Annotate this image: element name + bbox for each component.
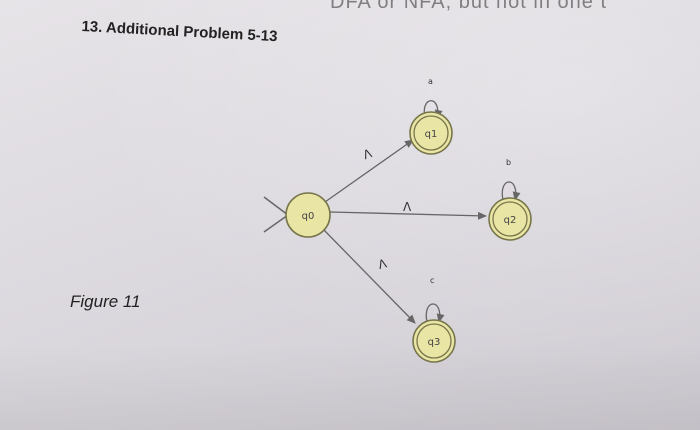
edge-q0-q2 — [329, 211, 487, 220]
state-q2: q2 — [488, 197, 532, 241]
state-q0: q0 — [285, 192, 331, 238]
state-label-q0: q0 — [302, 211, 315, 222]
edge-q0-q3 — [321, 227, 416, 324]
state-q1: q1 — [409, 111, 453, 155]
loop-q2 — [501, 181, 521, 201]
state-q3: q3 — [412, 319, 456, 363]
figure-caption: Figure 11 — [70, 292, 141, 311]
edge-label-q0-q2: Λ — [403, 200, 412, 214]
loop-label-q3: c — [430, 276, 434, 285]
state-label-q3: q3 — [428, 337, 441, 348]
start-arrow — [263, 196, 290, 233]
state-label-q2: q2 — [504, 215, 517, 226]
loop-label-q1: a — [428, 77, 433, 86]
edge-label-q0-q1: Λ — [361, 146, 374, 162]
loop-label-q2: b — [506, 158, 511, 167]
loop-q3 — [425, 303, 445, 323]
edge-label-q0-q3: Λ — [377, 256, 389, 272]
edge-q0-q1 — [324, 139, 414, 203]
cut-off-header-text: DFA or NFA, but not in one t — [330, 0, 608, 13]
state-label-q1: q1 — [425, 129, 438, 140]
